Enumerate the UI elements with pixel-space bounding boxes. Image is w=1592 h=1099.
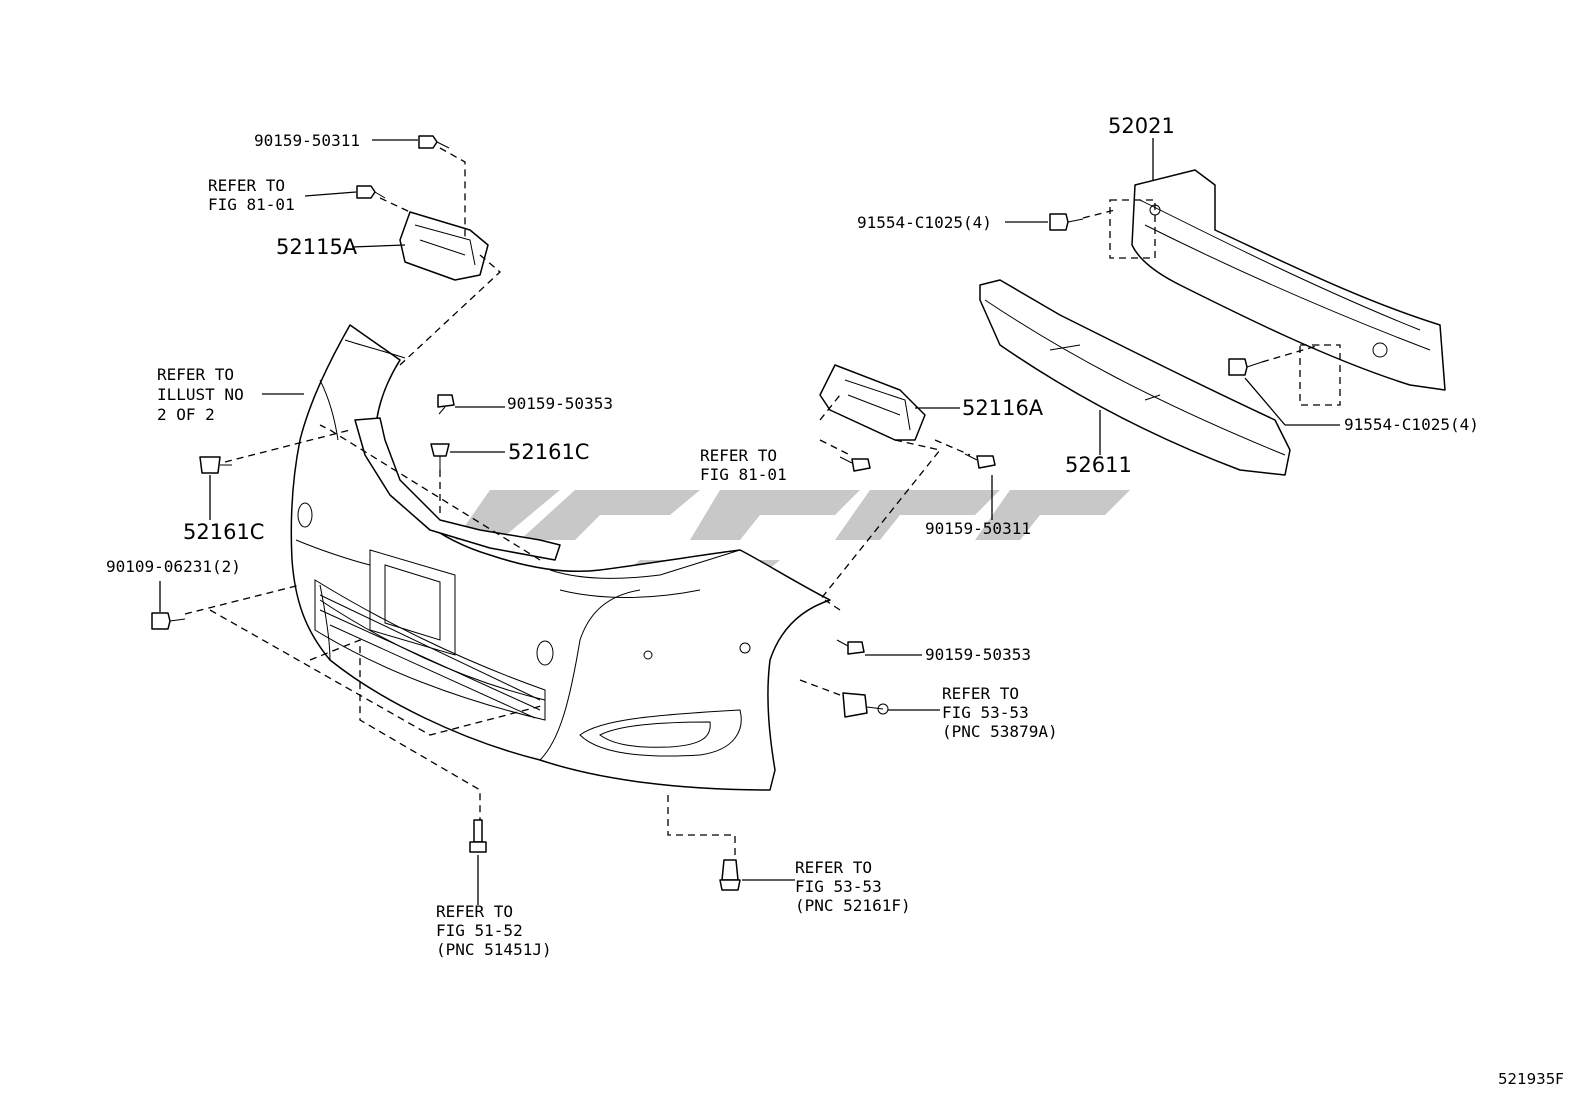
label-52116a: 52116A [962,396,1044,420]
label-90159-50311-top: 90159-50311 [254,131,360,150]
bolt-icon [1049,213,1084,231]
label-90159-50311-right: 90159-50311 [925,519,1031,538]
label-90159-50353-bottom: 90159-50353 [925,645,1031,664]
label-91554-c1025-top: 91554-C1025(4) [857,213,992,232]
label-fig-53-53: FIG 53-53 [942,703,1029,722]
bolt-icon [418,135,450,149]
label-pnc-52161f: (PNC 52161F) [795,896,911,915]
bolt-icon [469,819,487,853]
label-refer-to: REFER TO [700,446,777,465]
label-52161c-left: 52161C [183,520,264,544]
clip-icon [842,692,889,718]
bolt-icon [839,456,871,472]
label-52161c-center: 52161C [508,440,589,464]
label-illust-no: ILLUST NO [157,385,244,404]
figure-id: 521935F [1498,1070,1564,1088]
label-91554-c1025-bottom: 91554-C1025(4) [1344,415,1479,434]
label-52021: 52021 [1108,114,1175,138]
label-pnc-53879a: (PNC 53879A) [942,722,1058,741]
label-52611: 52611 [1065,453,1132,477]
label-90109-06231: 90109-06231(2) [106,557,241,576]
label-fig-81-01-right: FIG 81-01 [700,465,787,484]
bolt-icon [836,639,865,655]
label-refer-to: REFER TO [942,684,1019,703]
label-refer-to: REFER TO [208,176,285,195]
label-90159-50353-top: 90159-50353 [507,394,613,413]
label-52115a: 52115A [276,235,358,259]
label-refer-to: REFER TO [157,365,234,384]
label-refer-to: REFER TO [795,858,872,877]
bolt-icon [1228,358,1263,376]
bolt-icon [964,453,996,469]
reinforcement-52021 [1109,169,1446,406]
absorber-52611 [979,279,1291,476]
label-fig-81-01: FIG 81-01 [208,195,295,214]
bracket-52115a [399,211,489,281]
leader-lines [159,138,1340,905]
assembly-lines [184,147,1321,860]
bumper-cover [290,324,831,791]
upper-retainer [354,417,561,561]
bolt-icon [437,394,455,415]
label-refer-to: REFER TO [436,902,513,921]
clip-icon [199,456,232,474]
clip-icon [430,443,450,470]
label-fig-51-52: FIG 51-52 [436,921,523,940]
fasteners [151,135,1263,891]
bolt-icon [356,185,386,199]
label-pnc-51451j: (PNC 51451J) [436,940,552,959]
bolt-icon [151,612,186,630]
label-2-of-2: 2 OF 2 [157,405,215,424]
part-labels: 90159-50311 REFER TO FIG 81-01 52115A RE… [106,114,1564,1088]
label-fig-53-53: FIG 53-53 [795,877,882,896]
clip-icon [719,859,741,891]
bracket-52116a [819,364,926,441]
